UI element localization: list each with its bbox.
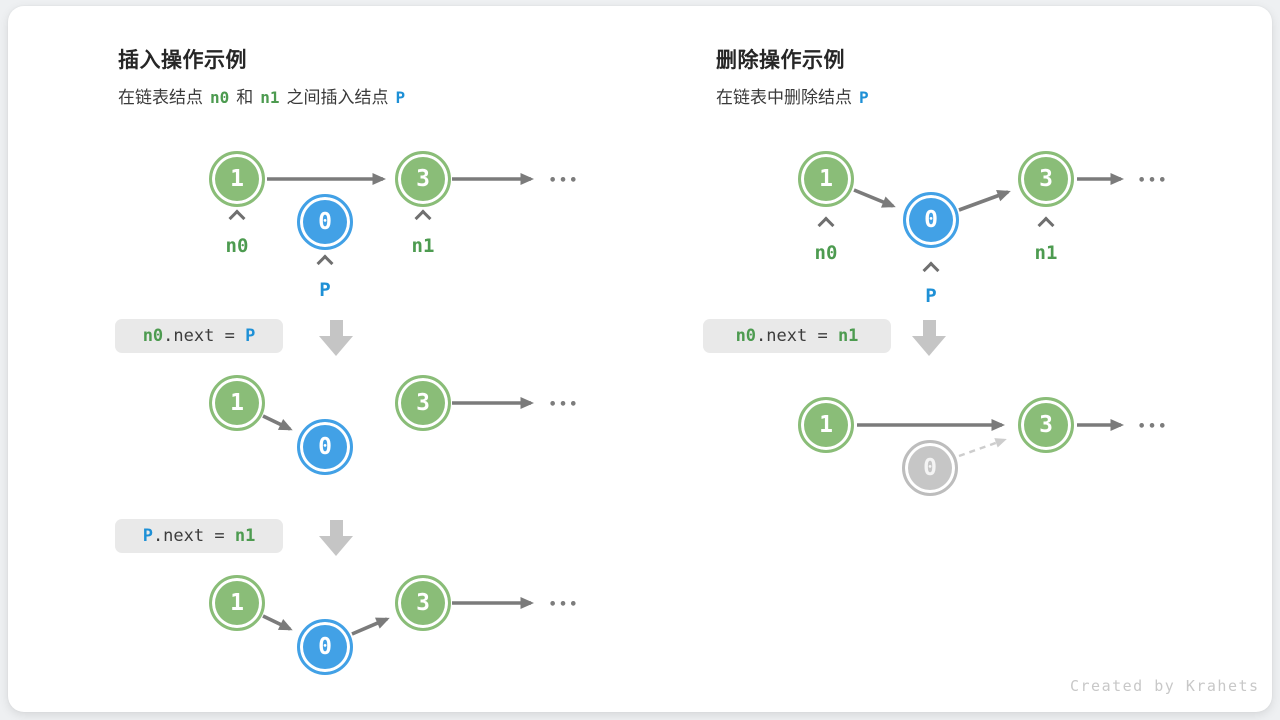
node-value: 1 — [230, 166, 244, 192]
code-box-delete-1: n0.next = n1 — [703, 319, 891, 353]
node-value: 1 — [230, 390, 244, 416]
list-node-3: 3 — [1018, 151, 1074, 207]
node-value: 0 — [318, 209, 332, 235]
insert-section-title: 插入操作示例 — [118, 49, 247, 72]
node-value: 3 — [416, 590, 430, 616]
list-node-1: 1 — [209, 575, 265, 631]
down-arrow-icon — [319, 520, 353, 556]
ellipsis: ••• — [548, 173, 580, 189]
code-token-rhs: n1 — [837, 326, 859, 346]
down-arrow-head — [319, 536, 353, 556]
code-box-insert-2: P.next = n1 — [115, 519, 283, 553]
code-token-lhs: n0 — [142, 326, 164, 346]
subtitle-code-n1: n1 — [260, 88, 280, 107]
code-token-lhs: n0 — [735, 326, 757, 346]
subtitle-text: 在链表中删除结点 — [716, 88, 852, 107]
list-node-1: 1 — [798, 151, 854, 207]
list-node-p: 0 — [297, 419, 353, 475]
node-value: 3 — [416, 166, 430, 192]
subtitle-code-p: P — [395, 88, 406, 107]
code-box-insert-1: n0.next = P — [115, 319, 283, 353]
list-node-p-removed: 0 — [902, 440, 958, 496]
ellipsis: ••• — [1137, 419, 1169, 435]
node-value: 1 — [230, 590, 244, 616]
down-arrow-stem — [329, 520, 343, 536]
delete-section-title: 删除操作示例 — [716, 49, 845, 72]
pointer-label-n0: n0 — [814, 242, 838, 264]
node-value: 0 — [318, 434, 332, 460]
insert-section-subtitle: 在链表结点 n0 和 n1 之间插入结点 P — [118, 83, 412, 108]
code-token-lhs: P — [142, 526, 153, 546]
down-arrow-stem — [329, 320, 343, 336]
down-arrow-stem — [922, 320, 936, 336]
list-node-p: 0 — [297, 619, 353, 675]
node-value: 3 — [416, 390, 430, 416]
node-value: 0 — [318, 634, 332, 660]
ellipsis: ••• — [548, 597, 580, 613]
list-node-3: 3 — [395, 575, 451, 631]
ellipsis: ••• — [1137, 173, 1169, 189]
code-token-op: .next = — [152, 526, 235, 546]
node-value: 0 — [924, 207, 938, 233]
list-node-1: 1 — [798, 397, 854, 453]
subtitle-text: 在链表结点 — [118, 88, 203, 107]
node-value: 1 — [819, 412, 833, 438]
list-node-p: 0 — [903, 192, 959, 248]
node-value: 0 — [923, 455, 937, 481]
code-token-op: .next = — [163, 326, 246, 346]
subtitle-text: 和 — [236, 88, 254, 107]
down-arrow-icon — [912, 320, 946, 356]
pointer-label-n1: n1 — [411, 235, 435, 257]
down-arrow-head — [319, 336, 353, 356]
subtitle-text: 之间插入结点 — [286, 88, 389, 107]
code-token-op: .next = — [756, 326, 838, 346]
code-token-rhs: P — [245, 326, 256, 346]
delete-section-subtitle: 在链表中删除结点 P — [716, 83, 876, 108]
pointer-label-n1: n1 — [1034, 242, 1058, 264]
list-node-3: 3 — [395, 375, 451, 431]
list-node-p: 0 — [297, 194, 353, 250]
pointer-label-n0: n0 — [225, 235, 249, 257]
list-node-1: 1 — [209, 375, 265, 431]
subtitle-code-n0: n0 — [210, 88, 230, 107]
node-value: 1 — [819, 166, 833, 192]
footer-credit: Created by Krahets — [1070, 677, 1260, 695]
list-node-3: 3 — [1018, 397, 1074, 453]
node-value: 3 — [1039, 412, 1053, 438]
ellipsis: ••• — [548, 397, 580, 413]
figure-card — [8, 6, 1272, 712]
down-arrow-head — [912, 336, 946, 356]
list-node-1: 1 — [209, 151, 265, 207]
subtitle-code-p: P — [859, 88, 869, 107]
code-token-rhs: n1 — [234, 526, 256, 546]
pointer-label-p: P — [925, 285, 937, 307]
node-value: 3 — [1039, 166, 1053, 192]
list-node-3: 3 — [395, 151, 451, 207]
pointer-label-p: P — [319, 279, 331, 301]
down-arrow-icon — [319, 320, 353, 356]
